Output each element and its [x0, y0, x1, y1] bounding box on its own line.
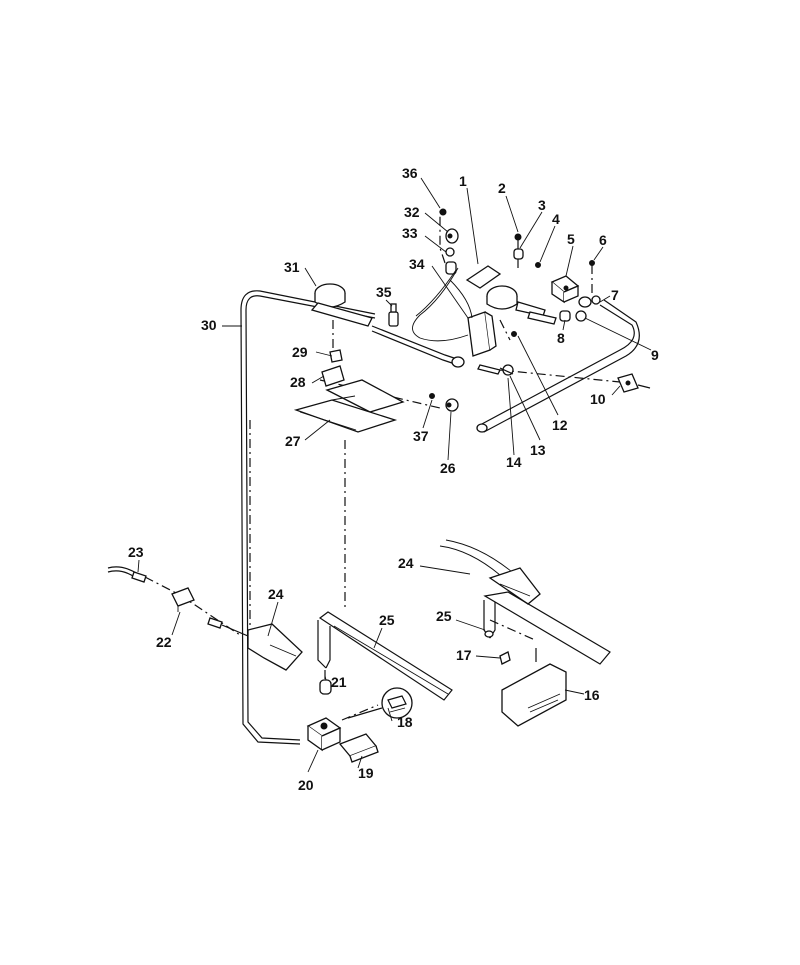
- callout-19: 19: [358, 765, 374, 781]
- box-component: [467, 311, 497, 357]
- leader-lines: [137, 177, 652, 773]
- nut-34: [445, 261, 457, 275]
- nut-21: [319, 679, 332, 695]
- fitting-33: [445, 247, 455, 257]
- fitting-26: [445, 398, 459, 412]
- callout-7: 7: [611, 287, 619, 303]
- callout-3: 3: [538, 197, 546, 213]
- callout-17: 17: [456, 647, 472, 663]
- callout-34: 34: [409, 256, 425, 272]
- callout-29: 29: [292, 344, 308, 360]
- valve-1: [465, 265, 546, 317]
- callout-2: 2: [498, 180, 506, 196]
- callout-35: 35: [376, 284, 392, 300]
- igniter-24-lower: [207, 617, 303, 671]
- callout-26: 26: [440, 460, 456, 476]
- callout-6: 6: [599, 232, 607, 248]
- burner-tube-25-upper: [483, 591, 611, 665]
- callout-9: 9: [651, 347, 659, 363]
- shield-27: [293, 379, 405, 433]
- wire-23: [107, 566, 147, 583]
- bracket-19: [338, 733, 379, 763]
- fitting-29: [329, 349, 343, 363]
- callout-16: 16: [584, 687, 600, 703]
- connector-7: [578, 295, 601, 308]
- callout-30: 30: [201, 317, 217, 333]
- callout-25-upper: 25: [436, 608, 452, 624]
- switch-5: [550, 275, 580, 304]
- callout-31: 31: [284, 259, 300, 275]
- screw-12: [511, 331, 517, 337]
- orifice-fitting: [527, 311, 557, 325]
- callout-27: 27: [285, 433, 301, 449]
- callout-18: 18: [397, 714, 413, 730]
- callout-22: 22: [156, 634, 172, 650]
- callout-25-lower: 25: [379, 612, 395, 628]
- fitting-13: [499, 364, 514, 376]
- callout-8: 8: [557, 330, 565, 346]
- clip-32: [445, 228, 459, 244]
- callout-10: 10: [590, 391, 606, 407]
- burner-tube-25-lower: [317, 611, 453, 701]
- fitting-9: [575, 310, 587, 322]
- valve-20: [306, 717, 342, 752]
- wire-harness: [371, 267, 473, 368]
- screw-36: [439, 208, 447, 216]
- callout-33: 33: [402, 225, 418, 241]
- callout-36: 36: [402, 165, 418, 181]
- screw-2: [514, 233, 522, 241]
- callout-1: 1: [459, 173, 467, 189]
- callout-32: 32: [404, 204, 420, 220]
- manifold-bar: [476, 299, 640, 433]
- valve-31: [310, 283, 373, 327]
- knob-10: [617, 373, 651, 393]
- washer-4: [535, 262, 541, 268]
- callout-24-lower: 24: [268, 586, 284, 602]
- orifice-14: [477, 364, 501, 375]
- detail-circle-18: [347, 687, 413, 719]
- fitting-3: [513, 248, 524, 260]
- callout-12: 12: [552, 417, 568, 433]
- clip-17: [499, 651, 511, 665]
- bracket-28: [321, 365, 345, 387]
- manifold-end: [476, 423, 488, 433]
- callout-23: 23: [128, 544, 144, 560]
- callout-28: 28: [290, 374, 306, 390]
- callout-24-upper: 24: [398, 555, 414, 571]
- shield-16: [501, 648, 567, 727]
- callout-21: 21: [331, 674, 347, 690]
- callout-4: 4: [552, 211, 560, 227]
- screw-37: [429, 393, 435, 399]
- fitting-35: [388, 303, 399, 327]
- gas-tube-30: [240, 290, 376, 745]
- callout-20: 20: [298, 777, 314, 793]
- screw-6: [589, 260, 595, 266]
- callout-14: 14: [506, 454, 522, 470]
- callout-labels: 1 2 3 4 5 6 7 8 9 10 12 13 14 16 17 18 1…: [128, 165, 659, 793]
- callout-37: 37: [413, 428, 429, 444]
- igniter-24-upper: [439, 539, 541, 605]
- bracket-22: [171, 587, 195, 612]
- callout-5: 5: [567, 231, 575, 247]
- nut-8: [559, 310, 571, 322]
- callout-13: 13: [530, 442, 546, 458]
